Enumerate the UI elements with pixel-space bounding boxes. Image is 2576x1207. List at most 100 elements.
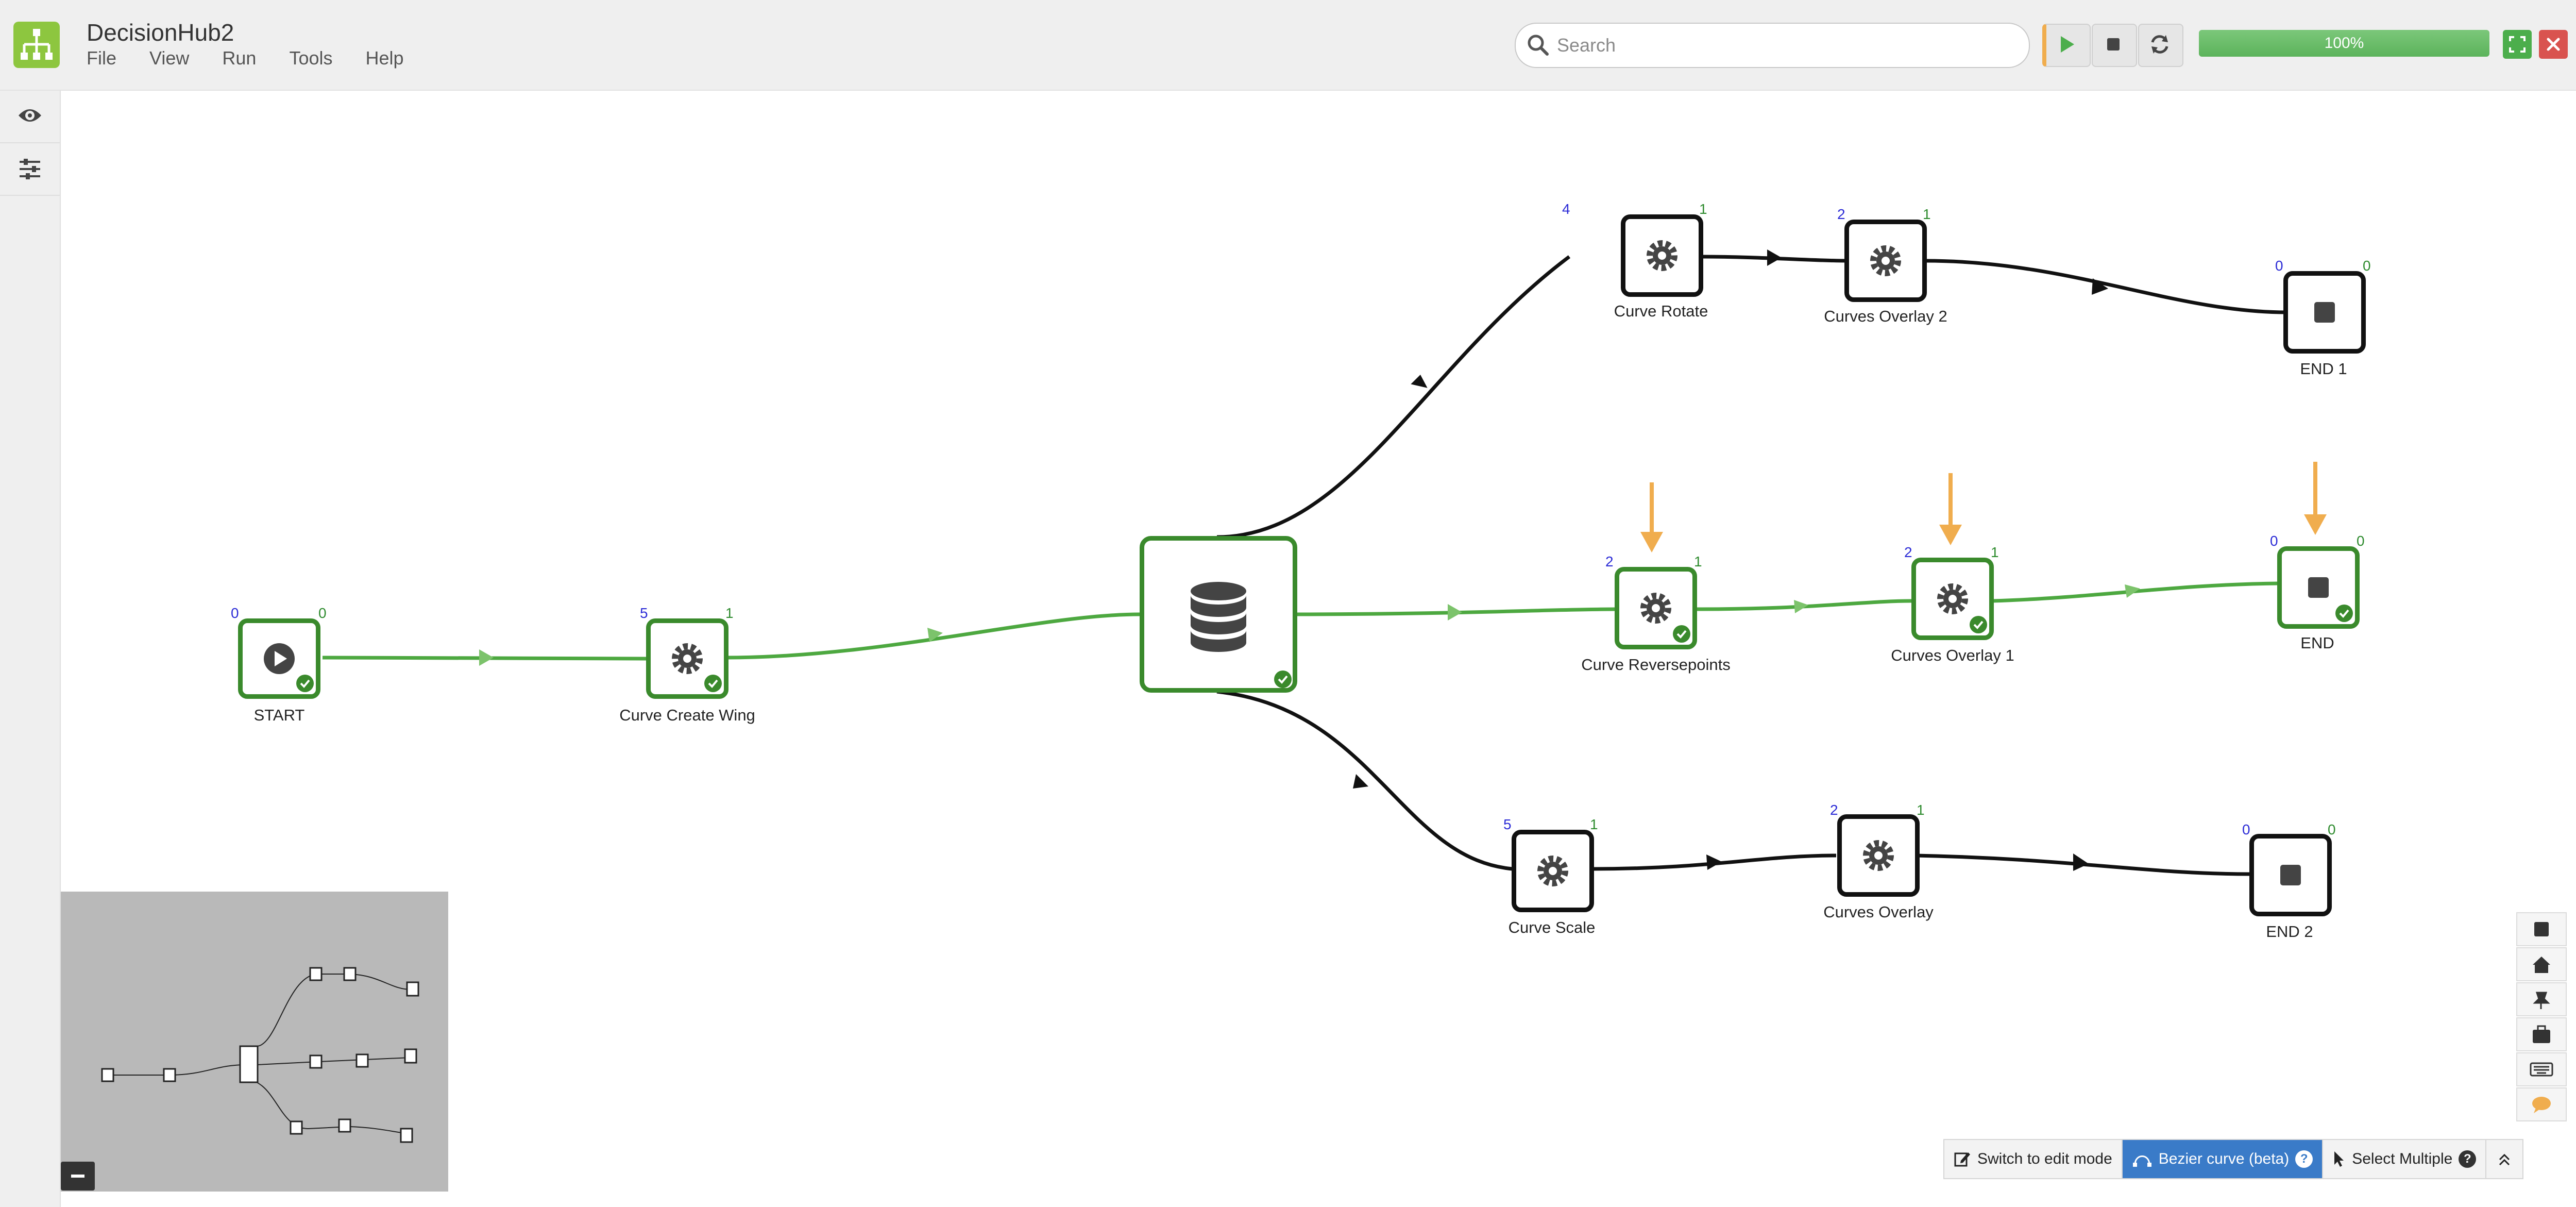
edge-arrow [479, 649, 494, 666]
node-box[interactable] [1844, 220, 1927, 302]
play-icon [2061, 36, 2074, 53]
menu-run[interactable]: Run [222, 47, 257, 69]
node-box[interactable] [1911, 558, 1994, 640]
edge-arrow [1794, 600, 1808, 613]
cursor-icon [2334, 1151, 2344, 1167]
bezier-icon [2132, 1155, 2151, 1167]
select-multiple-label: Select Multiple [2352, 1150, 2453, 1167]
node-box[interactable] [1512, 830, 1594, 912]
bottom-toolbar: Switch to edit mode Bezier curve (beta) … [1943, 1139, 2524, 1179]
close-button[interactable] [2539, 30, 2568, 59]
palette-briefcase-button[interactable] [2516, 1017, 2567, 1051]
edge-database-rotate [1216, 255, 1571, 539]
palette-comment-button[interactable] [2516, 1087, 2567, 1121]
menu-view[interactable]: View [149, 47, 190, 69]
node-label: END 2 [2266, 923, 2313, 941]
node-box[interactable] [1837, 814, 1920, 897]
maximize-icon [2509, 36, 2526, 53]
palette-keyboard-button[interactable] [2516, 1052, 2567, 1086]
port-out-count: 0 [318, 605, 327, 621]
node-label: Curve Create Wing [619, 706, 755, 724]
progress-fill [2199, 30, 2489, 57]
port-in-count: 5 [1503, 816, 1512, 832]
node-box[interactable] [2277, 546, 2360, 629]
port-in-count: 5 [640, 605, 648, 621]
palette-home-button[interactable] [2516, 947, 2567, 981]
node-label: START [253, 706, 305, 724]
keyboard-icon [2530, 1062, 2553, 1077]
maximize-button[interactable] [2503, 30, 2532, 59]
check-icon [1274, 670, 1292, 688]
minimap-preview [101, 967, 419, 1143]
port-out-count: 1 [1991, 544, 1999, 560]
check-icon [1673, 625, 1690, 643]
app-logo-icon[interactable] [13, 22, 60, 68]
minimap-collapse-button[interactable] [61, 1162, 95, 1191]
check-icon [296, 675, 314, 692]
edge-arrow [1448, 604, 1462, 621]
comment-icon [2532, 1097, 2551, 1113]
help-icon[interactable]: ? [2459, 1150, 2477, 1168]
node-label: Curve Scale [1508, 918, 1596, 936]
left-rail [0, 91, 61, 1207]
toggle-view-button[interactable] [0, 91, 60, 143]
minimap[interactable] [61, 892, 448, 1192]
refresh-button[interactable] [2138, 24, 2183, 67]
settings-sliders-button[interactable] [0, 143, 60, 196]
palette-square-button[interactable] [2516, 912, 2567, 946]
menu-tools[interactable]: Tools [289, 47, 333, 69]
edge-arrow [1411, 375, 1428, 388]
node-box[interactable] [1615, 567, 1697, 649]
edge-rotate-overlay2 [1701, 255, 1847, 263]
stop-button[interactable] [2092, 24, 2137, 67]
bezier-curve-button[interactable]: Bezier curve (beta) ? [2122, 1140, 2324, 1178]
port-out-count: 1 [1923, 206, 1931, 222]
stop-icon [2314, 302, 2335, 323]
port-in-count: 0 [2275, 258, 2283, 274]
home-icon [2533, 957, 2550, 973]
port-in-count: 2 [1837, 206, 1845, 222]
eye-icon [19, 109, 41, 122]
node-box[interactable] [1140, 536, 1297, 693]
menu-bar: File View Run Tools Help [87, 47, 437, 69]
edit-mode-button[interactable]: Switch to edit mode [1944, 1140, 2123, 1178]
edge-create-wing-database [725, 612, 1140, 660]
edge-arrow [1353, 774, 1368, 789]
node-label: Curves Overlay 2 [1824, 307, 1947, 325]
workflow-canvas[interactable]: 0 0 START 5 1 Curve Create Wing [61, 91, 2576, 1207]
node-box[interactable] [646, 618, 728, 699]
port-in-count: 0 [231, 605, 239, 621]
node-box[interactable] [2283, 271, 2366, 354]
check-icon [704, 675, 722, 692]
gear-icon [1870, 245, 1901, 276]
gear-icon [1863, 840, 1894, 871]
progress-label: 100% [2324, 35, 2364, 52]
node-box[interactable] [1621, 214, 1703, 297]
close-icon [2547, 38, 2560, 51]
node-box[interactable] [2249, 834, 2332, 916]
run-button[interactable] [2042, 24, 2091, 67]
palette-pin-button[interactable] [2516, 982, 2567, 1016]
node-label: Curves Overlay 1 [1891, 646, 2014, 664]
menu-help[interactable]: Help [365, 47, 404, 69]
gear-icon [672, 643, 703, 674]
pin-icon [2533, 992, 2550, 1009]
edge-overlay2-end1 [1925, 259, 2287, 314]
bezier-label: Bezier curve (beta) [2158, 1150, 2290, 1167]
edge-arrow [1706, 854, 1722, 870]
node-box[interactable] [238, 618, 320, 699]
menu-file[interactable]: File [87, 47, 117, 69]
node-label: Curve Reversepoints [1581, 656, 1731, 674]
select-multiple-button[interactable]: Select Multiple ? [2323, 1140, 2487, 1178]
port-in-count: 2 [1904, 544, 1912, 560]
sliders-icon [20, 159, 40, 179]
edge-database-reversepoints [1297, 607, 1617, 616]
square-icon [2534, 922, 2549, 936]
gear-icon [1937, 583, 1968, 614]
port-out-count: 1 [1694, 554, 1702, 569]
help-icon[interactable]: ? [2295, 1150, 2313, 1168]
expand-toolbar-button[interactable] [2486, 1140, 2522, 1178]
edit-icon [1954, 1152, 1970, 1167]
gear-icon [1647, 240, 1677, 271]
search-input[interactable] [1556, 30, 2011, 61]
